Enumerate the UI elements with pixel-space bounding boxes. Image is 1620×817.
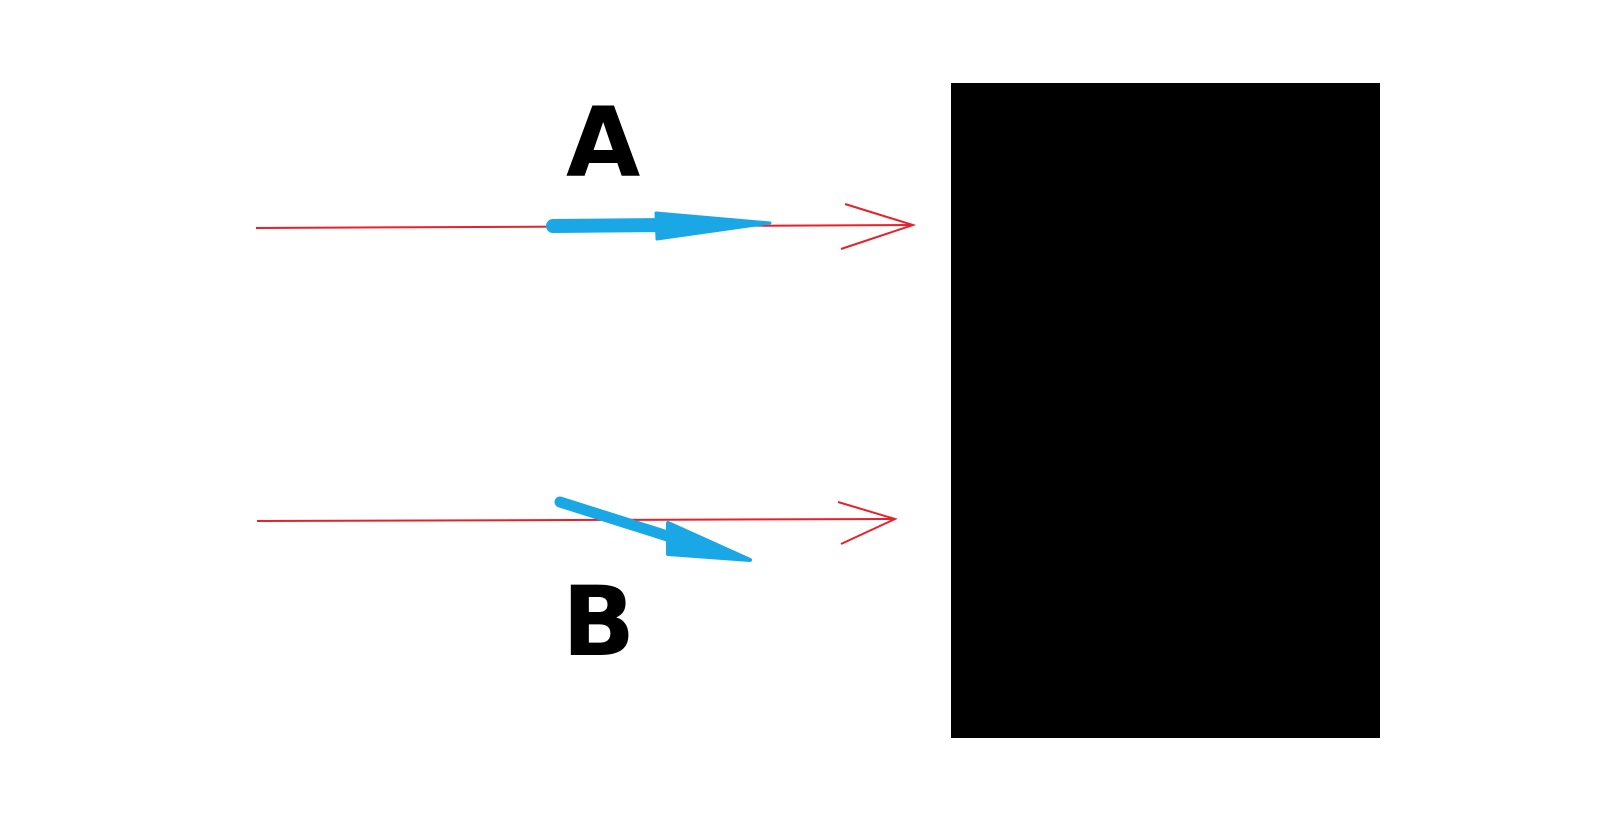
vector-a	[546, 211, 772, 241]
ray-b-arrowhead	[837, 501, 898, 545]
ray-b-line	[256, 518, 896, 522]
label-a: A	[566, 87, 640, 199]
label-b: B	[562, 566, 635, 678]
vector-a-arrowhead	[654, 211, 772, 241]
vector-b	[554, 496, 752, 562]
black-block	[951, 83, 1380, 738]
vector-a-shaft	[546, 218, 677, 233]
vector-b-shaft	[554, 496, 686, 546]
vector-b-arrowhead	[666, 521, 752, 562]
ray-b	[256, 501, 898, 545]
ray-a-arrowhead	[840, 203, 917, 250]
